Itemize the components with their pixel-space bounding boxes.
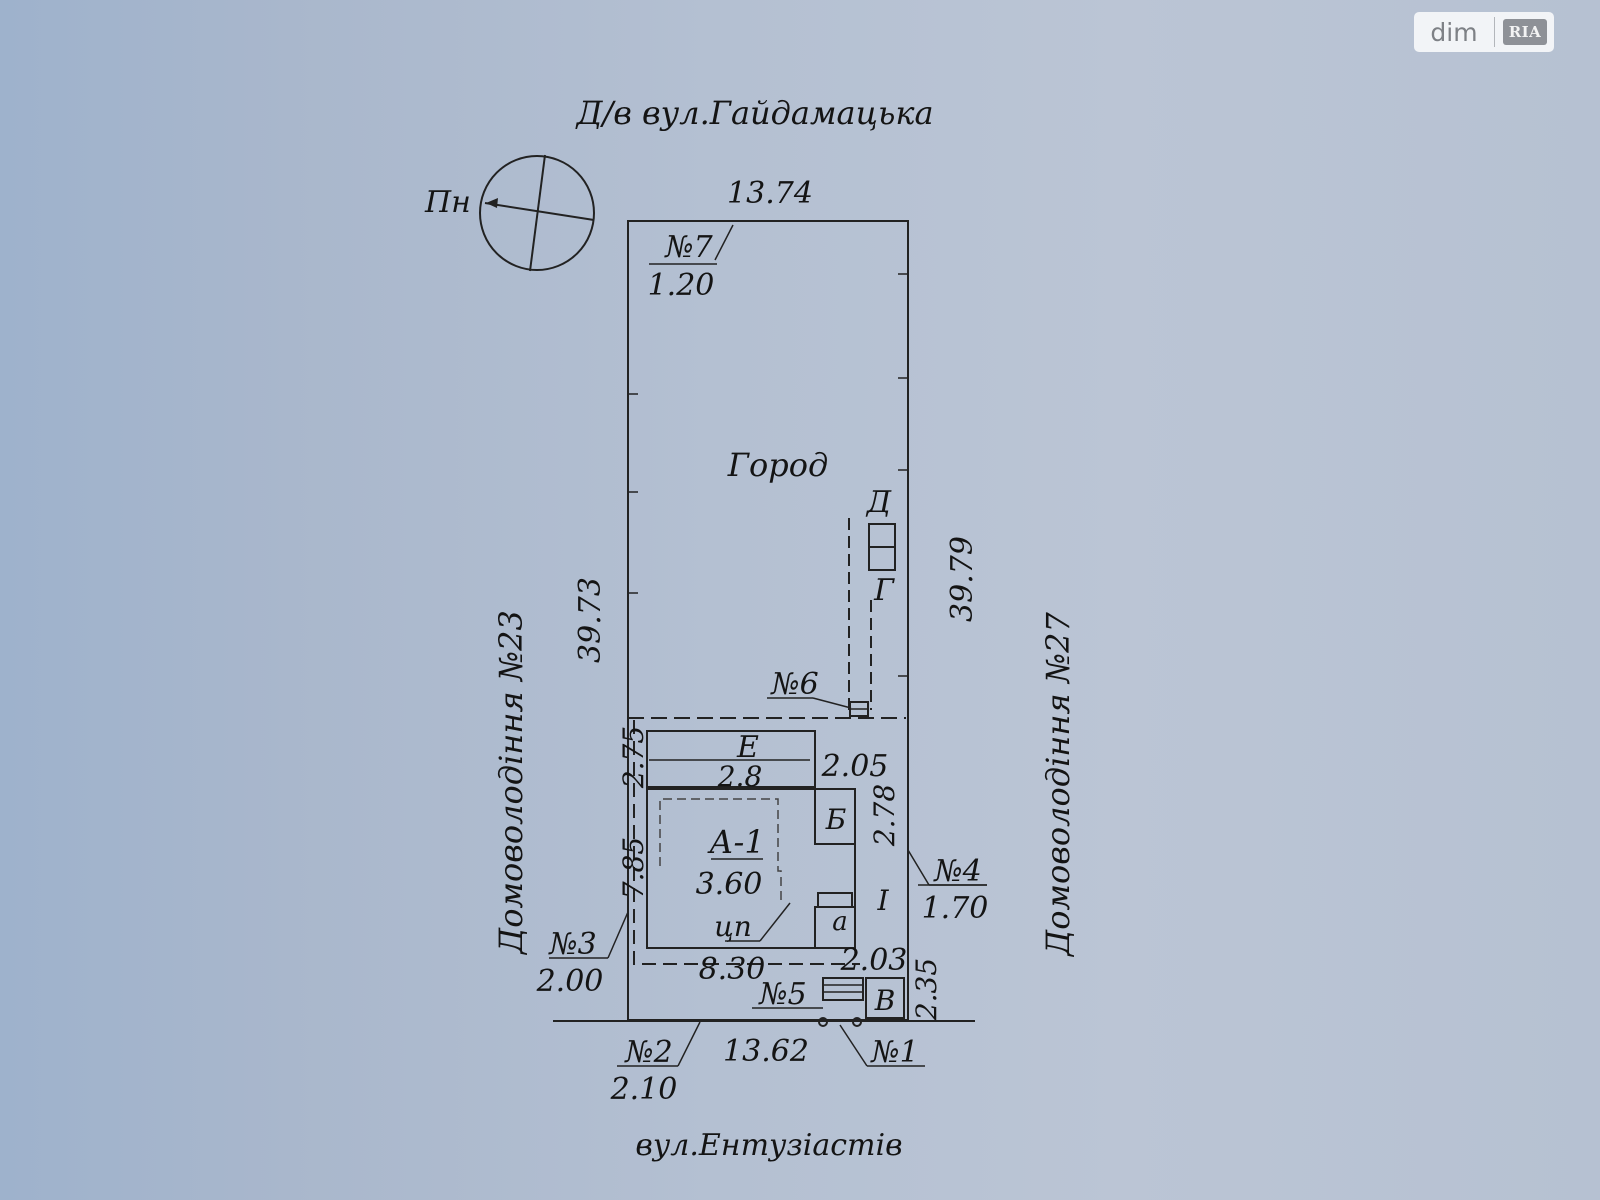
marker-m5: №5	[757, 977, 806, 1012]
building-g-name: Г	[873, 573, 895, 608]
compass-arrow	[486, 198, 498, 208]
building-a	[646, 788, 856, 949]
dim-v-height: 2.35	[910, 958, 943, 1021]
street-top: Д/в вул.Гайдамацька	[574, 94, 933, 132]
building-v	[865, 977, 905, 1019]
watermark-divider	[1494, 17, 1495, 47]
inner-fence	[633, 720, 860, 965]
gate-post-left	[818, 1017, 828, 1027]
porch-small	[817, 892, 853, 908]
building-a-material: цп	[714, 910, 752, 943]
dimria-watermark[interactable]: dim RIA	[1414, 12, 1554, 52]
marker-m7: №7	[663, 230, 713, 265]
compass-rose	[479, 155, 595, 271]
dim-top-width: 13.74	[727, 176, 813, 211]
marker-m2: №2	[623, 1035, 672, 1070]
marker-m4-value: 1.70	[922, 891, 989, 926]
leader-m7	[714, 224, 734, 261]
garden-label: Город	[727, 446, 828, 484]
dim-e-width: 2.05	[821, 749, 889, 784]
neighbor-left: Домоволодіння №23	[492, 610, 530, 956]
building-e-value: 2.8	[717, 760, 763, 793]
street-bottom: вул.Ентузіастів	[635, 1128, 902, 1163]
ria-logo-icon: RIA	[1503, 19, 1547, 45]
dim-bottom-width: 13.62	[723, 1034, 809, 1069]
dim-main-length: 8.30	[699, 952, 766, 987]
building-d-name: Д	[865, 485, 892, 520]
marker-m3-value: 2.00	[536, 964, 604, 999]
dim-annex-width: 2.03	[840, 943, 908, 978]
building-b-name: Б	[825, 803, 847, 836]
plot-boundary	[627, 220, 909, 1021]
watermark-brand: dim	[1430, 17, 1478, 47]
steps	[822, 977, 864, 1001]
dim-left-length: 39.73	[573, 577, 608, 663]
marker-m2-value: 2.10	[610, 1072, 678, 1107]
leader-m4	[907, 849, 930, 886]
building-e-name: Е	[736, 730, 759, 765]
label-small-a: а	[832, 907, 848, 937]
dim-left-long: 7.85	[617, 837, 650, 899]
building-e	[646, 730, 816, 788]
marker-m3: №3	[547, 927, 596, 962]
label-roman-one: I	[876, 884, 889, 917]
marker-m4: №4	[932, 854, 981, 889]
building-a-value: 3.60	[696, 867, 763, 902]
compass-label: Пн	[424, 185, 471, 220]
marker-m1: №1	[869, 1035, 918, 1070]
neighbor-right: Домоволодіння №27	[1039, 612, 1077, 958]
dim-left-small: 2.75	[617, 726, 650, 789]
marker-m7-value: 1.20	[648, 268, 715, 303]
dim-right-small: 2.78	[868, 784, 901, 847]
dim-right-length: 39.79	[945, 536, 980, 622]
gate-post-right	[852, 1017, 862, 1027]
building-a-name: А-1	[707, 823, 764, 861]
building-v-name: В	[874, 984, 896, 1017]
building-b	[814, 788, 856, 845]
marker-m6: №6	[769, 667, 818, 702]
